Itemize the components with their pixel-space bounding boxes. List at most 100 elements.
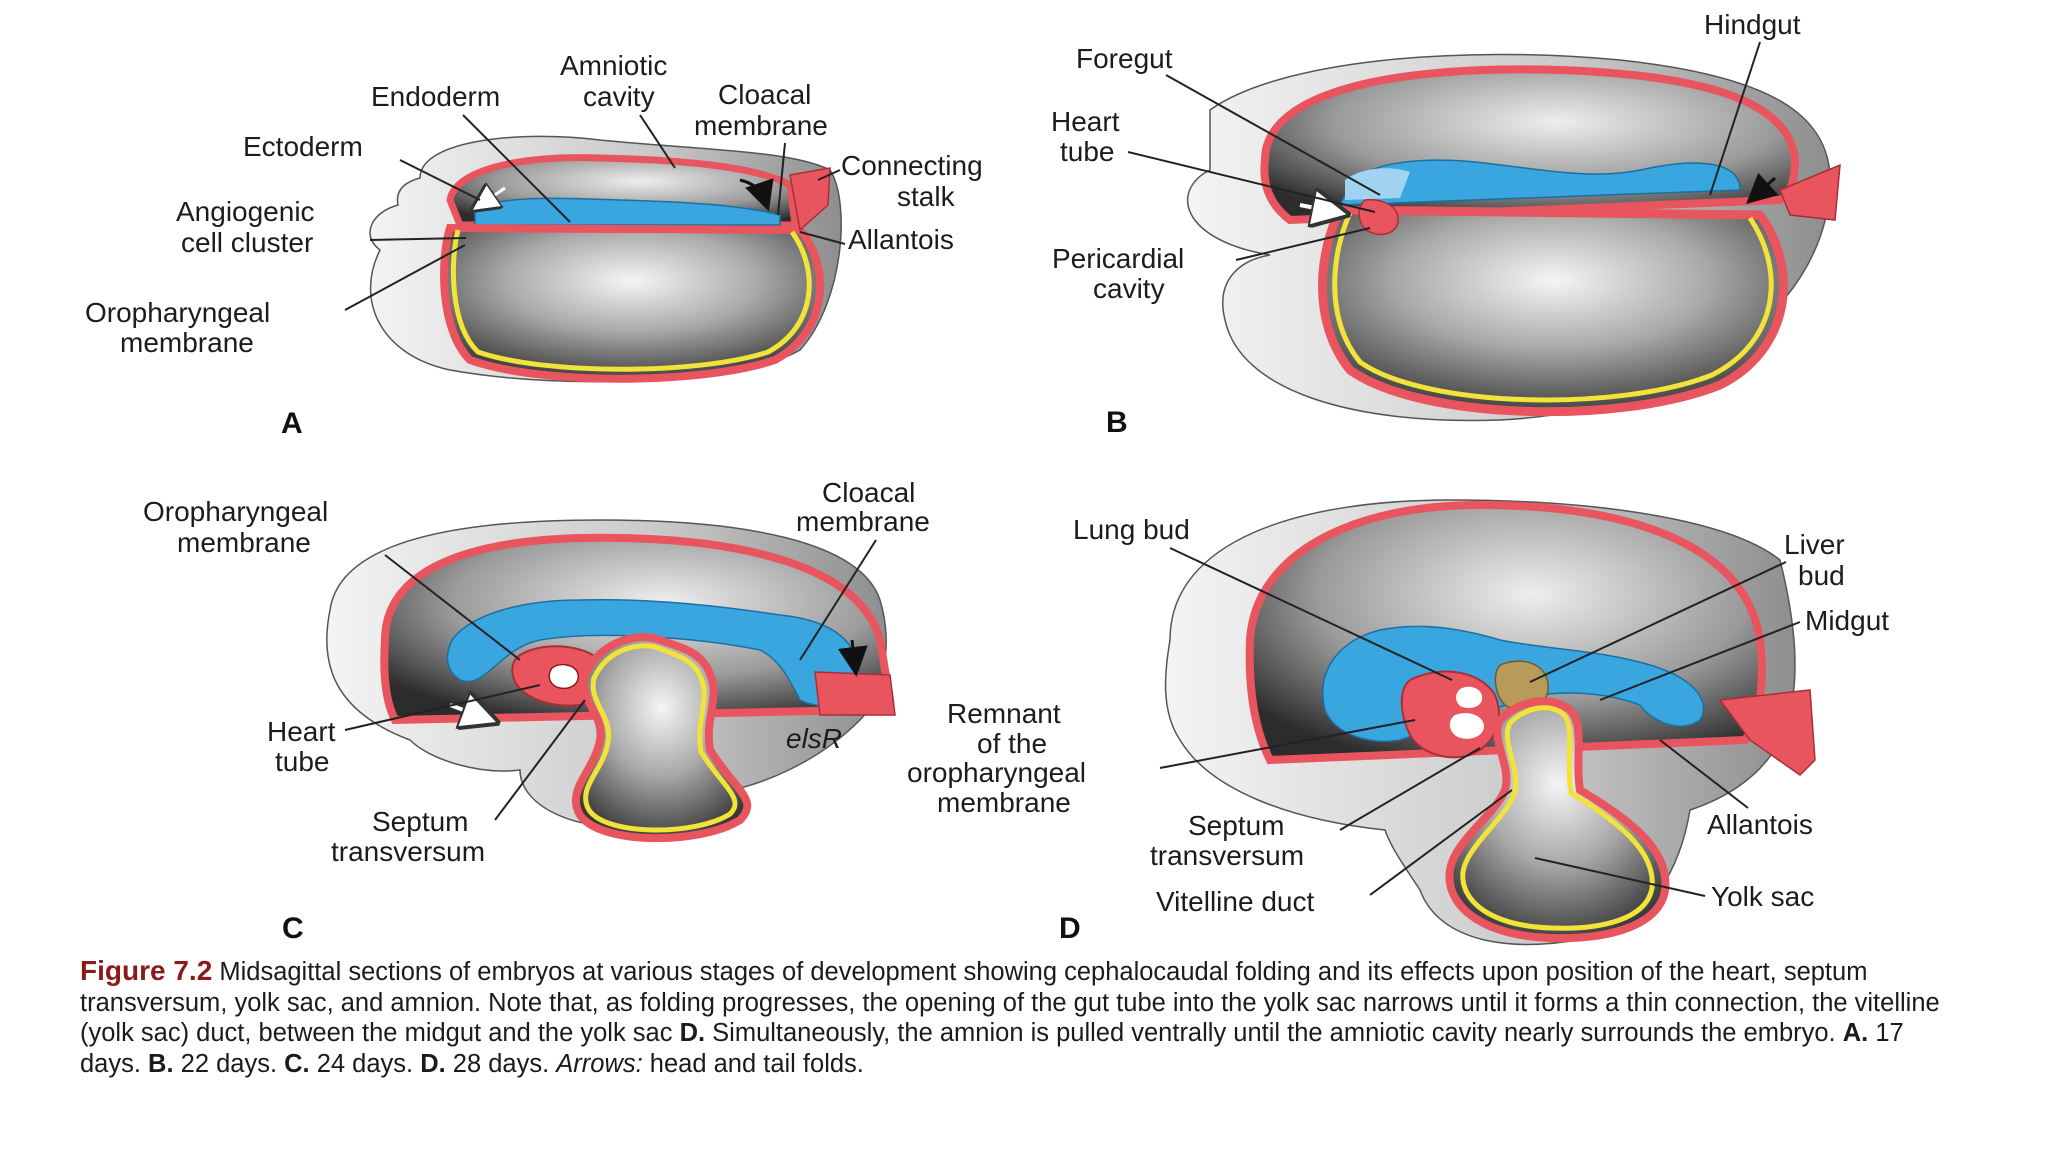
leader-c-cloacal — [799, 539, 877, 661]
leader-a-endoderm — [462, 114, 571, 223]
label-c-septum-2: transversum — [331, 836, 485, 867]
label-a-cloacal-1: Cloacal — [718, 79, 811, 110]
label-c-oropharyngeal-2: membrane — [177, 527, 311, 558]
panel-letter-d: D — [1059, 912, 1081, 945]
leader-d-midgut — [1599, 621, 1801, 701]
label-a-angiogenic-2: cell cluster — [181, 227, 313, 258]
leader-a-angiogenic — [369, 237, 467, 241]
panel-c-endoderm — [583, 643, 738, 833]
leader-a-allantois — [799, 231, 846, 245]
label-a-connecting-1: Connecting — [841, 150, 983, 181]
label-a-endoderm: Endoderm — [371, 81, 500, 112]
panel-b-tail-fold-arrow — [1746, 172, 1779, 205]
panel-b-endoderm — [1332, 211, 1774, 403]
label-a-ectoderm: Ectoderm — [243, 131, 363, 162]
panel-c-connecting-stalk — [814, 671, 896, 716]
panel-c-head-fold-arrow — [449, 705, 485, 718]
panel-d-heart-region — [1400, 670, 1500, 759]
caption-figure-label: Figure 7.2 — [80, 955, 213, 986]
label-a-cloacal-2: membrane — [694, 110, 828, 141]
label-a-amniotic-1: Amniotic — [560, 50, 667, 81]
panel-a-connecting-stalk — [789, 167, 831, 232]
panel-b-head-fold-arrow — [1299, 205, 1335, 212]
label-d-septum-1: Septum — [1188, 810, 1285, 841]
label-c-heart-1: Heart — [267, 716, 336, 747]
leader-a-amniotic — [639, 114, 676, 169]
label-d-liver-1: Liver — [1784, 529, 1845, 560]
label-d-lung-bud: Lung bud — [1073, 514, 1190, 545]
panel-letter-b: B — [1106, 406, 1128, 439]
leader-c-septum — [494, 699, 586, 821]
panel-a-ectoderm — [474, 197, 781, 226]
leader-c-oropharyngeal — [384, 554, 521, 661]
panel-a: Amniotic cavity Endoderm Cloacal membran… — [85, 50, 983, 440]
label-b-pericardial-2: cavity — [1093, 273, 1165, 304]
panel-d-yolk-sac — [1445, 697, 1670, 943]
caption-bold-c: C. — [284, 1049, 310, 1078]
leader-b-pericardial — [1235, 227, 1371, 261]
panel-d-heart-lumen-2 — [1449, 713, 1484, 739]
leader-d-liver — [1529, 561, 1787, 683]
label-c-oropharyngeal-1: Oropharyngeal — [143, 496, 328, 527]
panel-letter-c: C — [282, 912, 304, 945]
label-d-yolk-sac: Yolk sac — [1711, 881, 1814, 912]
panel-c-ectoderm — [446, 598, 861, 707]
leader-c-heart — [344, 684, 541, 731]
leader-d-allantois — [1659, 739, 1749, 809]
panel-b-yolk-sac — [1318, 205, 1788, 417]
panel-a-head-fold-arrow — [480, 188, 506, 205]
label-d-septum-2: transversum — [1150, 840, 1304, 871]
leader-b-heart — [1127, 151, 1376, 213]
panel-d-heart-lumen-1 — [1456, 686, 1483, 708]
label-d-vitelline: Vitelline duct — [1156, 886, 1314, 917]
panel-c-tail-fold-arrow — [837, 639, 868, 677]
label-b-heart-2: tube — [1060, 136, 1115, 167]
label-d-remnant-2: of the — [977, 728, 1047, 759]
label-a-connecting-2: stalk — [897, 181, 956, 212]
caption-bold-d2: D. — [420, 1049, 446, 1078]
label-d-remnant-1: Remnant — [947, 698, 1061, 729]
caption-text-a: 17 days. — [80, 1019, 1904, 1078]
leader-d-yolk-sac — [1534, 857, 1706, 897]
caption-bold-d: D. — [679, 1019, 706, 1047]
caption-text-d: 28 days. — [445, 1049, 557, 1078]
label-b-pericardial-1: Pericardial — [1052, 243, 1184, 274]
leader-a-oropharyngeal — [344, 244, 466, 311]
label-c-heart-2: tube — [275, 746, 330, 777]
label-b-heart-1: Heart — [1051, 106, 1120, 137]
leader-d-remnant — [1159, 719, 1416, 769]
label-a-amniotic-2: cavity — [583, 81, 655, 112]
panel-d-connecting-stalk — [1718, 689, 1816, 776]
label-d-midgut: Midgut — [1805, 605, 1889, 636]
panel-letter-a: A — [281, 407, 303, 440]
panel-b-connecting-stalk — [1779, 163, 1841, 221]
panel-b-ectoderm-light — [1345, 168, 1410, 200]
caption-italic-arrows: Arrows: — [556, 1049, 643, 1078]
panel-b-heart-region — [1358, 198, 1399, 236]
label-d-remnant-4: membrane — [937, 787, 1071, 818]
panel-c: Oropharyngeal membrane Cloacal membrane … — [143, 477, 930, 945]
label-b-foregut: Foregut — [1076, 43, 1173, 74]
leader-a-ectoderm — [399, 159, 481, 201]
caption-bold-a: A. — [1842, 1019, 1869, 1047]
caption-bold-b: B. — [148, 1049, 174, 1078]
panel-a-tail-fold-arrow — [739, 178, 774, 212]
caption-text-end: head and tail folds. — [642, 1049, 864, 1078]
label-a-allantois: Allantois — [848, 224, 954, 255]
panel-d-endoderm — [1460, 705, 1655, 931]
leader-a-connecting — [817, 169, 841, 181]
panel-a-yolk-sac — [440, 223, 825, 383]
leader-b-foregut — [1165, 74, 1381, 196]
leader-b-hindgut — [1709, 41, 1761, 196]
caption-text-b: 22 days. — [173, 1049, 285, 1078]
label-d-allantois: Allantois — [1707, 809, 1813, 840]
label-a-oropharyngeal-1: Oropharyngeal — [85, 297, 270, 328]
label-a-angiogenic-1: Angiogenic — [176, 196, 315, 227]
label-a-oropharyngeal-2: membrane — [120, 327, 254, 358]
caption-text-2: Simultaneously, the amnion is pulled ven… — [705, 1019, 1843, 1047]
label-c-signature: elsR — [786, 723, 842, 754]
caption-text-1: Midsagittal sections of embryos at vario… — [80, 958, 1940, 1047]
leader-d-vitelline — [1369, 789, 1513, 896]
leader-d-septum — [1339, 747, 1481, 831]
